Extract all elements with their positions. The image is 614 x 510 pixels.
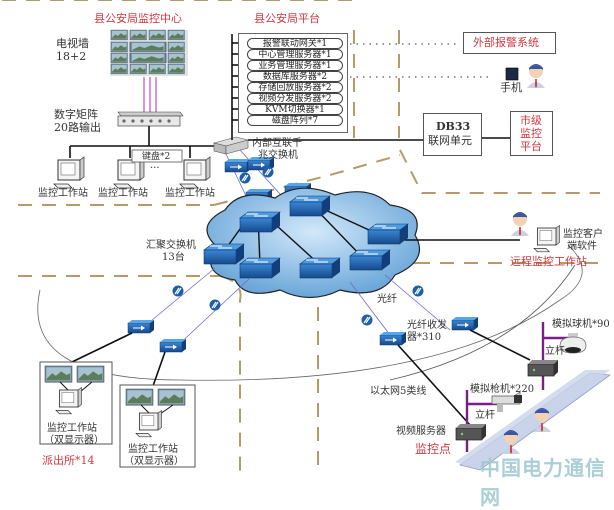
ethernet-label: 以太网5类线	[370, 386, 427, 397]
server-center-management: 中心管理服务器*1	[247, 49, 343, 60]
dome-camera-label: 模拟球机*90	[552, 319, 610, 330]
phone-label: 手机	[500, 81, 522, 94]
fiber-transceiver	[451, 316, 479, 331]
workstation-label-3: 监控工作站	[165, 188, 215, 199]
remote-workstation-title: 远程监控工作站	[510, 255, 587, 268]
user-avatar	[527, 64, 545, 88]
aggregation-switch	[239, 211, 281, 233]
dome-camera	[559, 333, 587, 354]
remote-client-label-line1: 监控客户	[563, 229, 603, 240]
gun-camera-label: 模拟枪机*220	[470, 384, 535, 395]
db33-unit-box: DB33 联网单元	[423, 113, 482, 156]
workstation-label-2: 监控工作站	[98, 188, 148, 199]
fiber-transceiver	[379, 331, 407, 346]
aggregation-switch	[367, 223, 409, 245]
video-server	[455, 423, 487, 441]
server-list: 报警联动网关*1 中心管理服务器*1 业务管理服务器*1 数据库服务器*2 存储…	[238, 33, 348, 133]
aggregation-switch-count: 13台	[162, 252, 185, 263]
city-platform-line1: 市级	[520, 114, 542, 127]
db33-sublabel: 联网单元	[428, 134, 472, 147]
tv-wall	[110, 29, 188, 76]
digital-matrix	[117, 111, 184, 127]
aggregation-switch-label: 汇聚交换机	[146, 240, 196, 251]
watermark: 中国电力通信网	[480, 456, 606, 509]
internal-switch-label-line1: 内部互联千	[252, 138, 302, 149]
db33-label: DB33	[436, 120, 471, 133]
police-ws-sub-1: （双显示器）	[44, 435, 104, 446]
keyboard-label: 键盘*2	[142, 152, 171, 162]
tv-wall-count: 18+2	[56, 50, 87, 63]
transceiver-label-line2: 器*310	[407, 332, 442, 343]
aggregation-switch	[239, 257, 281, 279]
city-platform-box: 市级 监控 平台	[510, 111, 553, 156]
internal-switch-label-line2: 兆交换机	[258, 150, 298, 161]
police-ws-sub-2: （双显示器）	[124, 456, 184, 467]
matrix-label: 数字矩阵	[54, 108, 98, 121]
county-platform-title: 县公安局平台	[254, 12, 320, 25]
remote-workstation-pc	[533, 225, 560, 253]
transceiver-label-line1: 光纤收发	[407, 320, 447, 331]
pole-label-2: 立杆	[475, 410, 495, 421]
police-ws-label-2: 监控工作站	[128, 444, 178, 455]
aggregation-switch	[349, 249, 391, 271]
aggregation-switch	[299, 257, 341, 279]
phone-icon	[505, 67, 519, 81]
police-zone-arc	[37, 244, 583, 381]
more-workstations-ellipsis: ···	[150, 163, 160, 174]
server-business-management: 业务管理服务器*1	[247, 60, 343, 71]
aggregation-switch	[289, 195, 331, 217]
aggregation-switch	[203, 243, 245, 265]
server-alarm-gateway: 报警联动网关*1	[247, 38, 343, 49]
external-alarm-system-label: 外部报警系统	[473, 36, 539, 49]
monitor-point-title: 监控点	[415, 442, 452, 456]
police-station-title: 派出所*14	[42, 454, 95, 467]
server-video-distribution: 视频分发服务器*2	[247, 93, 343, 104]
gun-camera	[491, 391, 522, 412]
diagram-canvas	[0, 0, 612, 475]
tv-wall-label: 电视墙	[56, 37, 89, 50]
remote-user-avatar	[511, 212, 529, 236]
video-server-label: 视频服务器	[396, 426, 446, 437]
workstation-label-1: 监控工作站	[38, 188, 88, 199]
workstation-3	[179, 156, 211, 189]
server-disk-array: 磁盘阵列*7	[247, 115, 343, 126]
city-platform-line3: 平台	[520, 140, 542, 153]
matrix-output-label: 20路输出	[54, 121, 101, 134]
police-ws-label-1: 监控工作站	[47, 423, 97, 434]
server-database: 数据库服务器*2	[247, 71, 343, 82]
internal-gigabit-switch	[212, 136, 250, 155]
city-platform-line2: 监控	[520, 127, 542, 140]
pole-label-1: 立杆	[545, 346, 565, 357]
fiber-label: 光纤	[377, 294, 397, 305]
remote-client-label-line2: 端软件	[567, 241, 597, 252]
county-center-title: 县公安局监控中心	[94, 12, 182, 25]
external-alarm-system-box: 外部报警系统	[463, 32, 556, 54]
server-storage-playback: 存储回放服务器*2	[247, 82, 343, 93]
server-kvm-switch: KVM切换器*1	[247, 104, 343, 115]
workstation-1	[53, 156, 85, 189]
video-server	[527, 359, 559, 377]
